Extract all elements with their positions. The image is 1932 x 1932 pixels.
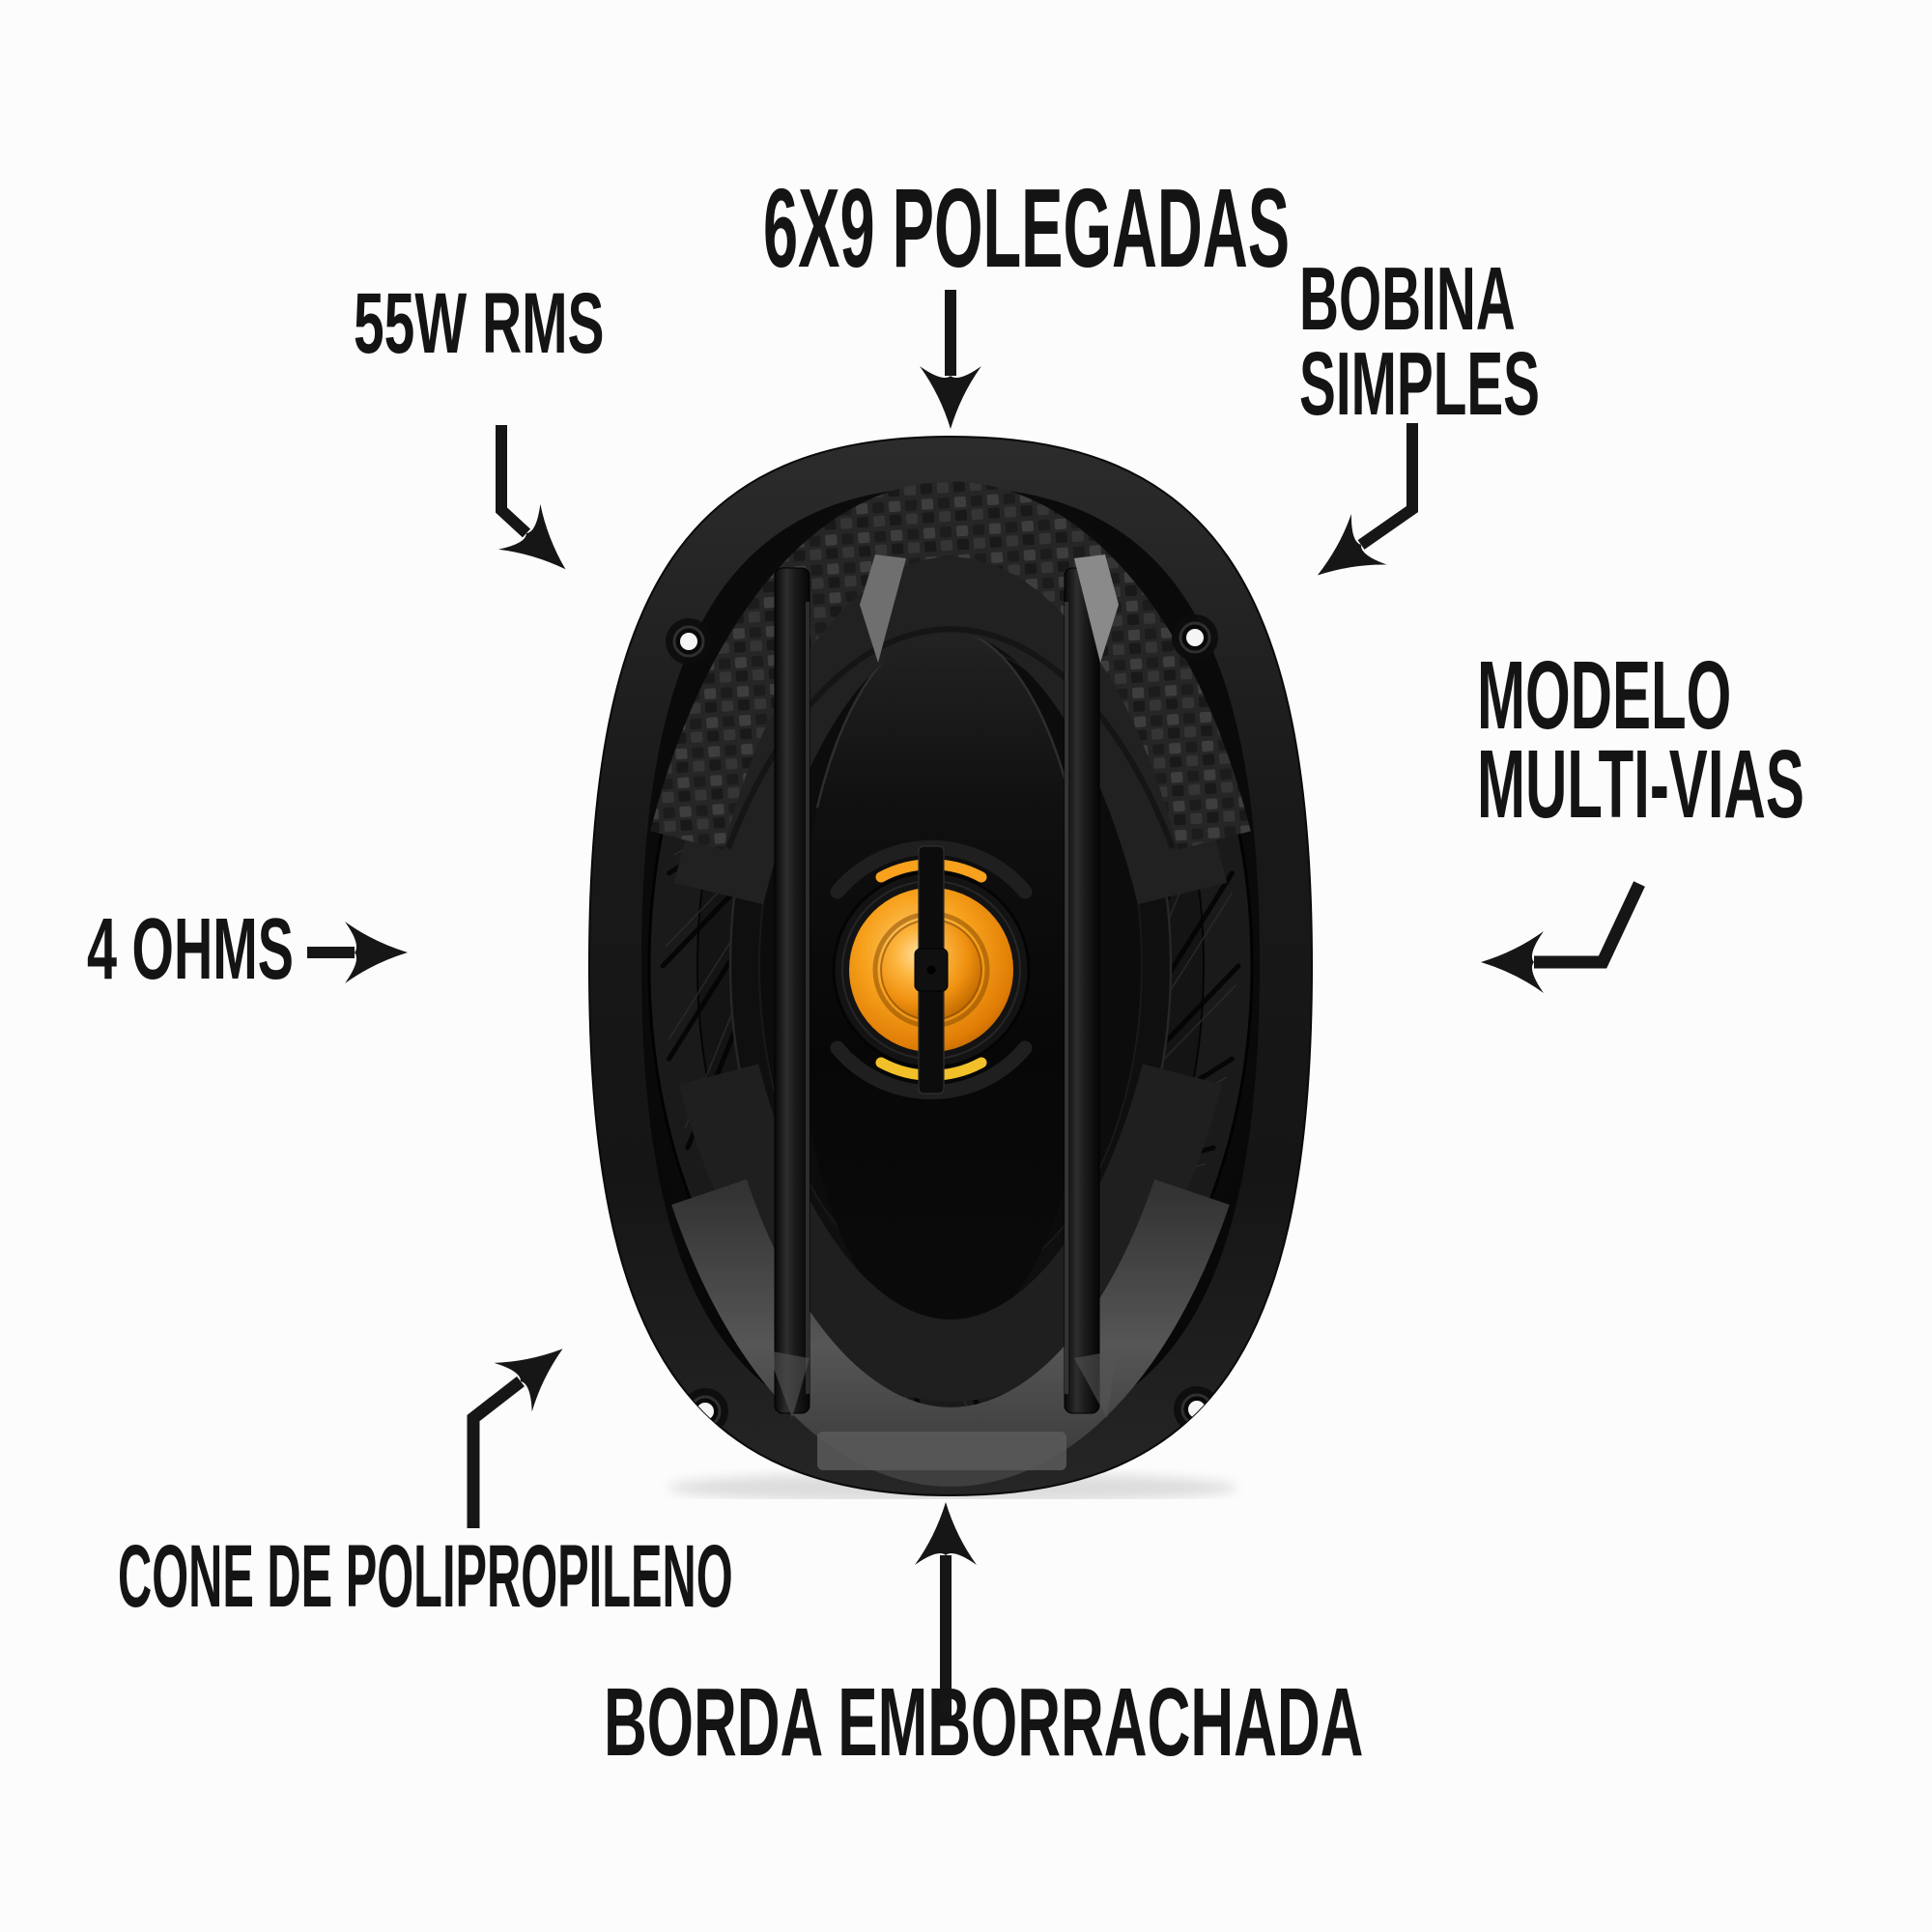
callout-edge-text: BORDA EMBORRACHADA — [604, 1668, 1364, 1776]
callout-coil-line2: SIMPLES — [1299, 333, 1541, 435]
bottom-band-patch — [817, 1432, 1066, 1470]
bridge-bar-right-highlight — [1065, 602, 1068, 1394]
callout-cone-text: CONE DE POLIPROPILENO — [118, 1527, 733, 1626]
callout-size-label: 6X9 POLEGADAS — [763, 165, 1703, 291]
callout-coil-label: BOBINA SIMPLES — [1299, 248, 1693, 435]
callout-coil-line1: BOBINA — [1299, 248, 1516, 349]
up-right-arrow-icon — [467, 1349, 563, 1528]
callout-model-line1: MODELO — [1477, 641, 1732, 750]
bridge-bottom-accent-right — [1074, 1350, 1117, 1418]
bottom-shelf-arc — [678, 1064, 1223, 1402]
tweeter-center-screw — [926, 965, 936, 975]
callout-size-text: 6X9 POLEGADAS — [763, 165, 1291, 291]
down-left-arrow-icon — [1317, 423, 1418, 576]
carbon-fiber-band — [650, 481, 1251, 850]
callout-edge-label: BORDA EMBORRACHADA — [604, 1668, 1829, 1776]
callout-power-text: 55W RMS — [354, 274, 605, 371]
callout-power-label: 55W RMS — [354, 274, 746, 371]
mounting-holes — [666, 614, 1220, 1435]
mounting-hole-top-right — [1172, 614, 1218, 661]
callout-impedance-label: 4 OHMS — [87, 901, 420, 998]
bridge-bar-left-highlight — [806, 602, 810, 1394]
callout-model-label: MODELO MULTI-VIAS — [1477, 641, 1932, 838]
speaker-product-image — [587, 435, 1314, 1499]
bridge-bottom-accent-left — [767, 1350, 810, 1418]
bridge-top-accent-right — [1074, 554, 1119, 663]
callout-impedance-text: 4 OHMS — [87, 901, 294, 998]
callout-model-line2: MULTI-VIAS — [1477, 730, 1804, 838]
speaker-inner-layers — [641, 481, 1260, 1487]
down-right-arrow-icon — [496, 425, 566, 570]
top-hood-arc — [673, 540, 1228, 905]
left-arrow-icon — [1481, 881, 1645, 993]
mounting-hole-top-left — [666, 618, 712, 665]
callout-cone-label: CONE DE POLIPROPILENO — [118, 1527, 1278, 1626]
tweeter-assembly — [830, 839, 1033, 1100]
bridge-top-accent-left — [860, 554, 906, 663]
